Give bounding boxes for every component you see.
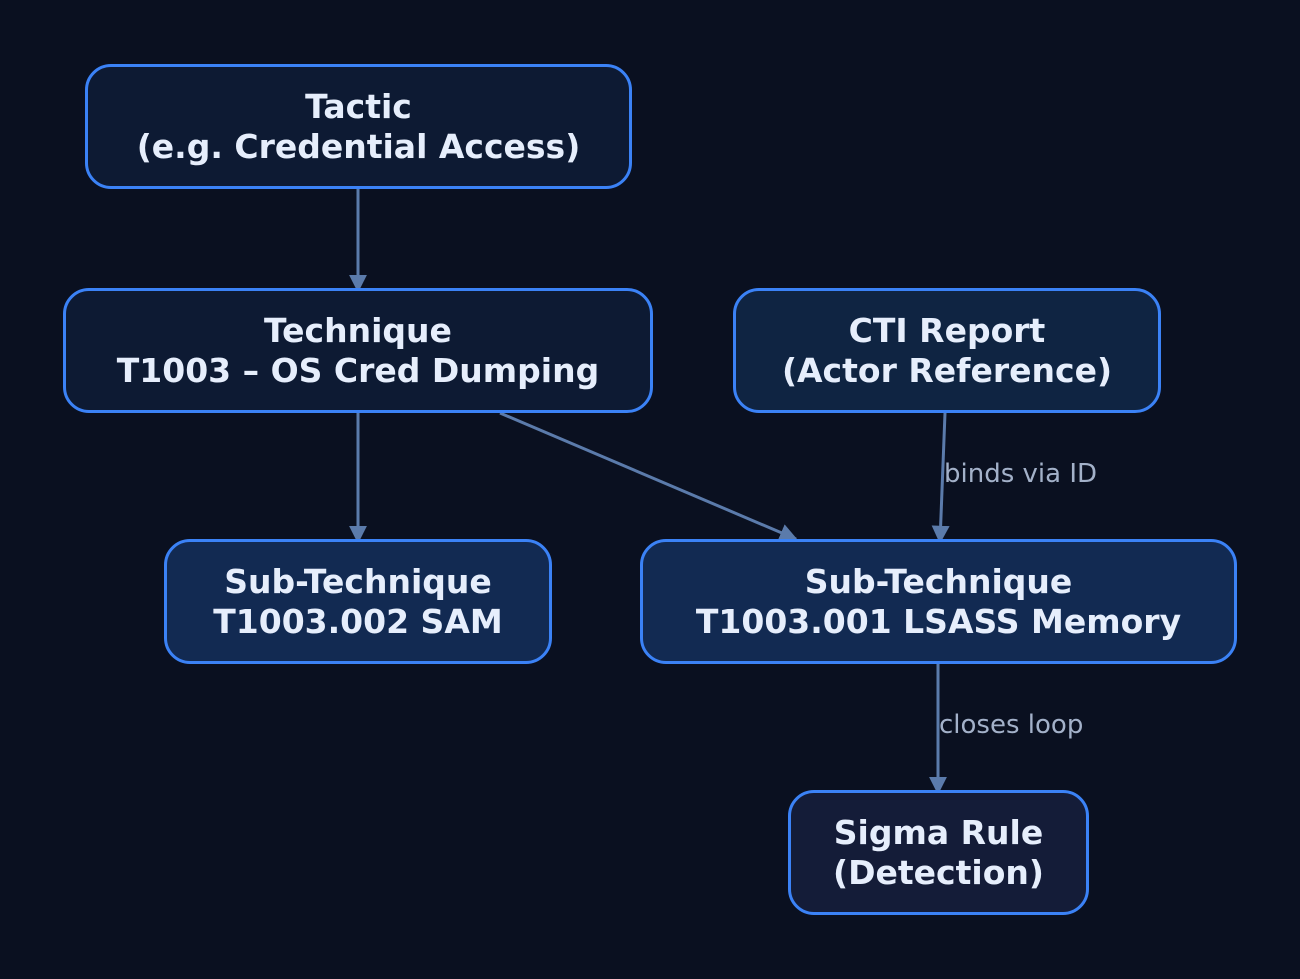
node-sub-sam-title: Sub-Technique <box>224 561 492 601</box>
node-cti-report[interactable]: CTI Report (Actor Reference) <box>733 288 1161 413</box>
node-sub-lsass-title: Sub-Technique <box>804 561 1073 601</box>
node-technique-subtitle: T1003 – OS Cred Dumping <box>116 350 600 390</box>
node-cti-report-subtitle: (Actor Reference) <box>781 350 1113 390</box>
edge-cti-to-sub-lsass <box>931 412 950 544</box>
edge-technique-to-sub-lsass <box>499 411 798 541</box>
node-tactic-title: Tactic <box>305 86 412 126</box>
node-sigma-rule[interactable]: Sigma Rule (Detection) <box>788 790 1089 915</box>
edge-label-closes: closes loop <box>939 710 1083 740</box>
node-tactic[interactable]: Tactic (e.g. Credential Access) <box>85 64 632 189</box>
node-sub-technique-sam[interactable]: Sub-Technique T1003.002 SAM <box>164 539 552 664</box>
node-cti-report-title: CTI Report <box>848 310 1046 350</box>
node-technique[interactable]: Technique T1003 – OS Cred Dumping <box>63 288 653 413</box>
edge-label-binds: binds via ID <box>944 459 1097 489</box>
node-sub-lsass-subtitle: T1003.001 LSASS Memory <box>695 601 1182 641</box>
node-sigma-rule-subtitle: (Detection) <box>833 852 1044 892</box>
node-sigma-rule-title: Sigma Rule <box>833 812 1044 852</box>
node-sub-technique-lsass[interactable]: Sub-Technique T1003.001 LSASS Memory <box>640 539 1237 664</box>
node-sub-sam-subtitle: T1003.002 SAM <box>213 601 503 641</box>
node-tactic-subtitle: (e.g. Credential Access) <box>136 126 581 166</box>
node-technique-title: Technique <box>264 310 452 350</box>
